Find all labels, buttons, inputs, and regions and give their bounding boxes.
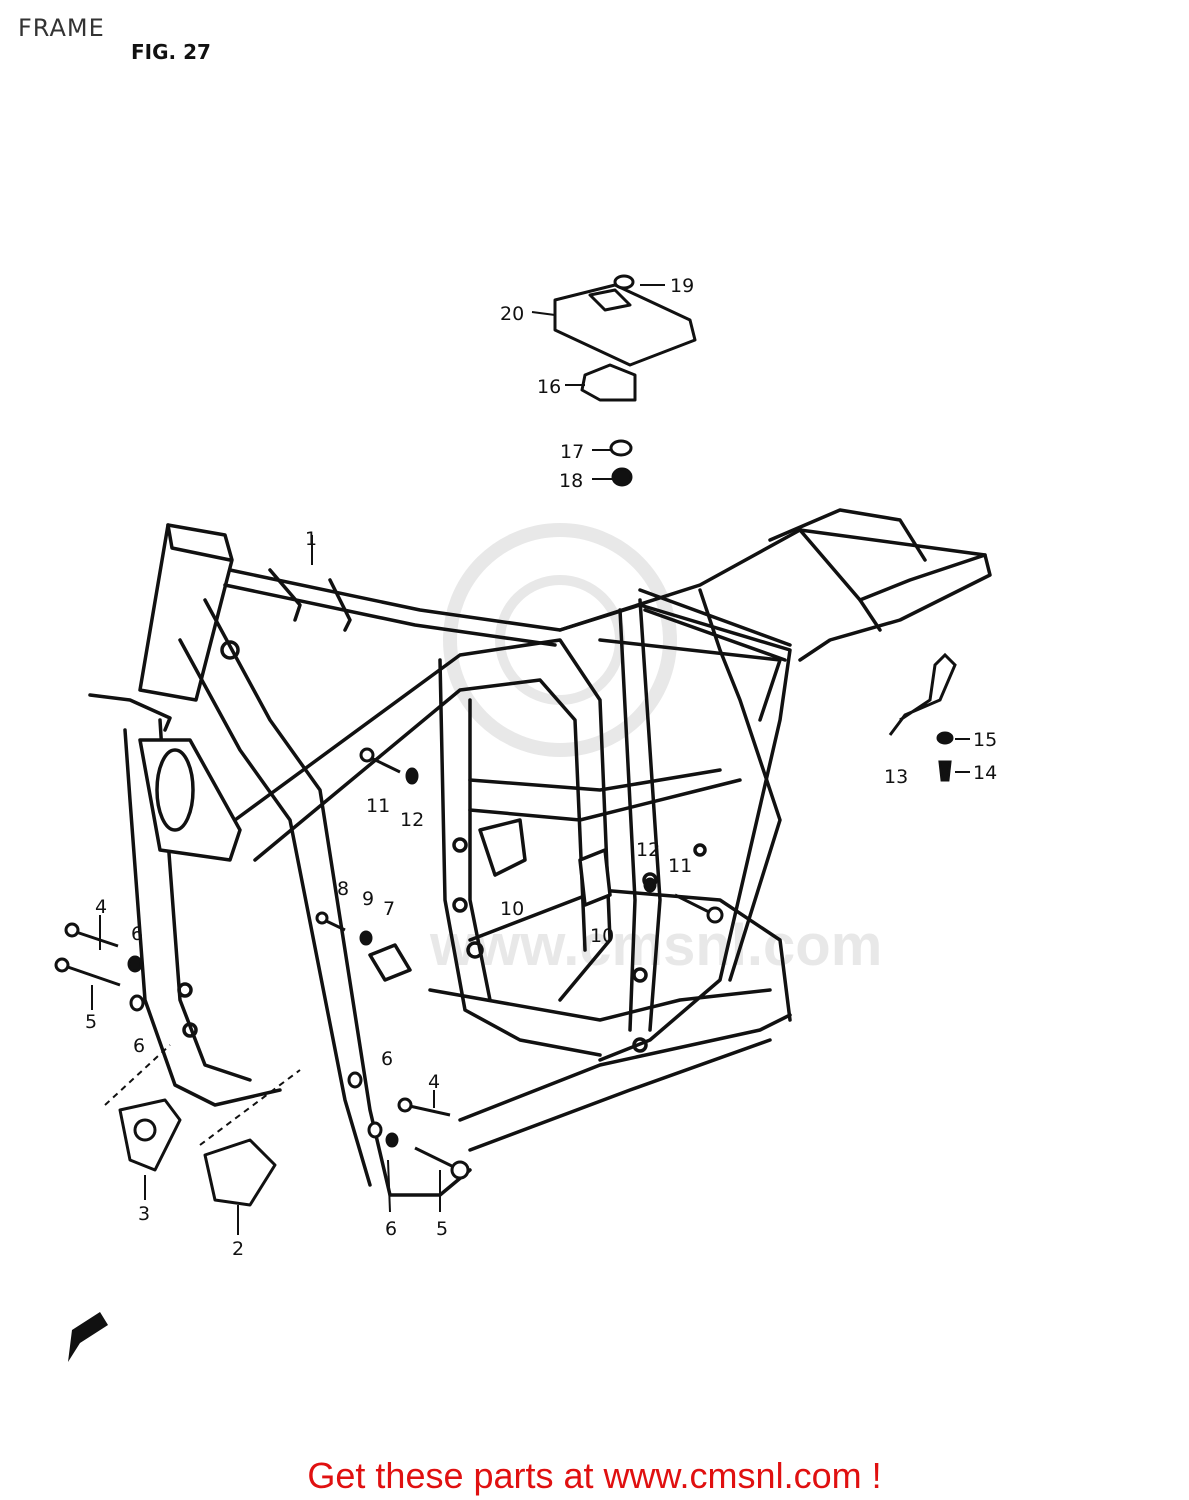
engine-mount-bolts: [54, 747, 724, 1180]
callout-11: 11: [366, 795, 390, 817]
callout-11b: 11: [668, 855, 692, 877]
callout-7: 7: [383, 898, 395, 920]
cable-clamp-13: [888, 652, 957, 782]
callout-13: 13: [884, 766, 908, 788]
callout-1: 1: [305, 528, 317, 550]
callout-12b: 12: [636, 839, 660, 861]
callout-4: 4: [95, 896, 107, 918]
callout-12: 12: [400, 809, 424, 831]
page-title: FRAME: [18, 14, 105, 42]
callout-4b: 4: [428, 1071, 440, 1093]
leader-lines: [91, 284, 970, 1235]
callout-10: 10: [500, 898, 524, 920]
callout-18: 18: [559, 470, 583, 492]
front-mount-plate-3: [118, 1098, 182, 1172]
callout-19: 19: [670, 275, 694, 297]
front-mount-plate-2: [203, 1138, 277, 1207]
seat-lock-cover-20: [553, 283, 697, 367]
nut-18: [611, 467, 633, 487]
callout-14: 14: [973, 762, 997, 784]
parts-link[interactable]: Get these parts at www.cmsnl.com !: [307, 1455, 882, 1496]
engine-hanger-plates: [138, 738, 612, 982]
callout-10b: 10: [590, 925, 614, 947]
callout-6d: 6: [385, 1218, 397, 1240]
callout-5b: 5: [436, 1218, 448, 1240]
callout-6c: 6: [381, 1048, 393, 1070]
washer-17: [609, 439, 633, 457]
callout-6b: 6: [133, 1035, 145, 1057]
callout-5: 5: [85, 1011, 97, 1033]
forward-arrow-icon: [68, 1312, 108, 1362]
callout-2: 2: [232, 1238, 244, 1260]
frame-bolt-bosses: [177, 640, 707, 1053]
screw-19: [613, 274, 635, 290]
callout-16: 16: [537, 376, 561, 398]
callout-8: 8: [337, 878, 349, 900]
callout-9: 9: [362, 888, 374, 910]
figure-label: FIG. 27: [131, 40, 211, 64]
steering-head: [88, 523, 234, 732]
frame-main-tubes: [123, 508, 992, 1197]
frame-exploded-diagram: www.cmsnl.com: [54, 274, 997, 1362]
callout-20: 20: [500, 303, 524, 325]
callout-15: 15: [973, 729, 997, 751]
callout-labels: 1 2 3 4 4 5 5 6 6 6 6 7 8 9 10 10 11 11 …: [85, 275, 997, 1260]
callout-6: 6: [131, 923, 143, 945]
frame-cross-tubes: [268, 568, 882, 662]
seat-lock-bracket-16: [580, 363, 637, 402]
callout-3: 3: [138, 1203, 150, 1225]
callout-17: 17: [560, 441, 584, 463]
